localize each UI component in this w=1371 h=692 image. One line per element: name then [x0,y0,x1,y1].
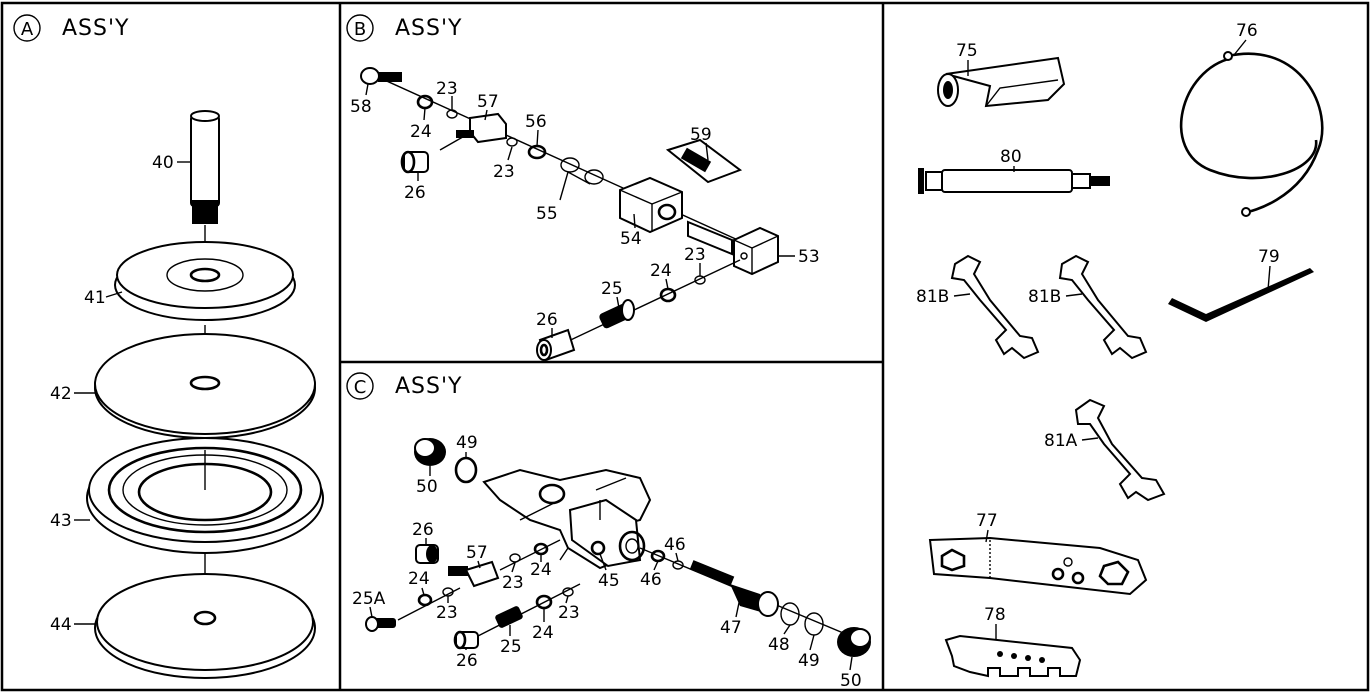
part-43-ring [86,437,324,554]
part-number-label: 49 [798,651,820,671]
part-number-label: 26 [456,651,478,671]
part-42-plate [94,333,316,439]
part-number-label: 46 [640,570,662,590]
part-number-label: 23 [436,603,458,623]
part-75-grip [937,56,1066,108]
part-26-cap [400,150,429,174]
panel-b-title: B ASS'Y [346,14,462,42]
part-number-label: 45 [598,571,620,591]
part-81b-wrench-2 [1058,254,1148,360]
part-number-label: 80 [1000,147,1022,167]
part-number-label: ASS'Y [62,16,129,41]
part-number-label: 24 [530,560,552,580]
part-number-label: 25A [352,589,386,609]
part-59-gasket [665,138,743,184]
part-number-label: 25 [601,279,623,299]
part-79-hex-key [1168,268,1314,322]
part-number-label: 42 [50,384,72,404]
part-49-oring-top [454,456,478,484]
part-47-spool [689,560,779,617]
part-number-label: 78 [984,605,1006,625]
part-number-label: 54 [620,229,642,249]
part-40-shaft [190,110,220,272]
panel-b: B ASS'Y [346,14,820,362]
part-76-hose [1179,51,1324,217]
part-41-disc [114,241,296,321]
part-26-cap-c [415,544,439,564]
part-54-block [619,176,683,234]
part-58-bolt [360,67,402,85]
part-number-label: 47 [720,618,742,638]
part-number-label: 26 [404,183,426,203]
part-number-label: 26 [412,520,434,540]
part-number-label: 55 [536,204,558,224]
part-number-label: 24 [410,122,432,142]
part-number-label: 24 [532,623,554,643]
part-number-label: 76 [1236,21,1258,41]
part-25-fitting-c [495,606,523,628]
part-number-label: 59 [690,125,712,145]
part-50-plug-top [414,438,446,466]
part-53-block [733,226,779,276]
part-number-label: 44 [50,615,72,635]
part-number-label: 75 [956,41,978,61]
part-number-label: 40 [152,153,174,173]
part-number-label: C [354,377,367,398]
part-44-base [94,573,316,679]
part-number-label: 48 [768,635,790,655]
part-number-label: 23 [436,79,458,99]
panel-c-labels: 49 50 26 57 24 23 24 45 46 46 25A 23 23 [352,433,862,691]
panel-a-title: A ASS'Y [13,14,129,42]
panel-a: A ASS'Y [13,14,324,679]
part-80-grease-gun [918,168,1110,194]
part-number-label: 23 [684,245,706,265]
part-number-label: 23 [493,162,515,182]
part-26-cap-c-lower [453,630,479,650]
part-81b-wrench-1 [950,254,1040,360]
panel-c-title: C ASS'Y [346,372,462,400]
part-number-label: 58 [350,97,372,117]
part-number-label: 43 [50,511,72,531]
part-number-label: 50 [416,477,438,497]
panel-tools: 75 76 80 81B 81B [916,21,1324,678]
part-number-label: 53 [798,247,820,267]
part-number-label: ASS'Y [395,16,462,41]
part-number-label: 46 [664,535,686,555]
part-number-label: 57 [477,92,499,112]
part-number-label: 77 [976,511,998,531]
part-number-label: 24 [650,261,672,281]
part-number-label: A [21,19,34,40]
part-number-label: 23 [558,603,580,623]
part-25a-nozzle [365,616,396,632]
panel-b-labels: 58 23 24 57 26 23 56 55 59 54 53 23 24 [350,79,820,338]
part-number-label: 81A [1044,431,1078,451]
part-number-label: 26 [536,310,558,330]
part-number-label: 41 [84,288,106,308]
part-26-cap-lower [536,328,576,362]
part-number-label: 81B [916,287,949,307]
part-number-label: B [354,19,366,40]
part-number-label: 57 [466,543,488,563]
part-57-fitting-c [448,560,500,588]
panel-c: C ASS'Y [346,372,871,691]
part-number-label: 49 [456,433,478,453]
part-number-label: 79 [1258,247,1280,267]
part-number-label: 25 [500,637,522,657]
part-57-fitting [456,112,507,144]
panel-a-labels: 40 41 42 43 44 [50,153,192,635]
part-number-label: 23 [502,573,524,593]
part-78-gauge-plate [944,634,1082,678]
part-50-plug [837,627,871,657]
part-25-fitting [599,299,635,329]
part-number-label: 50 [840,671,862,691]
part-45-valve-body [482,468,652,570]
part-number-label: 56 [525,112,547,132]
part-number-label: 81B [1028,287,1061,307]
part-77-multi-tool [928,536,1148,596]
part-81a-wrench [1074,398,1166,502]
part-number-label: ASS'Y [395,374,462,399]
part-number-label: 24 [408,569,430,589]
